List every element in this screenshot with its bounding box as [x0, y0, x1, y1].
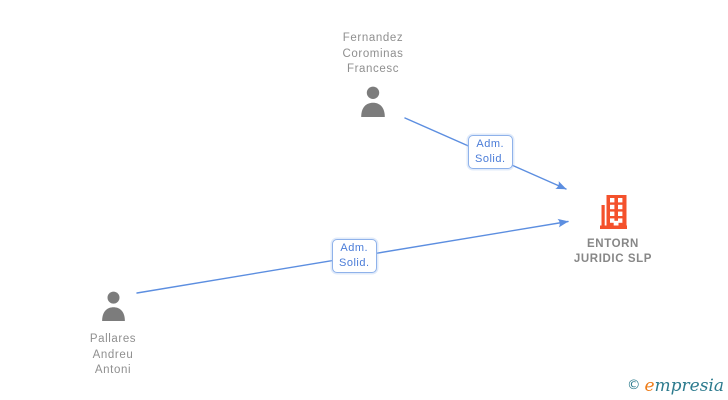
person-name-line: Antoni [94, 364, 132, 376]
brand-initial: e [644, 376, 655, 396]
person-name-line: Fernandez [342, 32, 404, 44]
person-icon [359, 86, 387, 122]
person-name-line: Corominas [342, 47, 404, 60]
edge-label-line: Solid. [475, 153, 506, 165]
edge-label-adm-solid-bottom: Adm. Solid. [332, 239, 377, 273]
brand-rest: mpresia [654, 376, 725, 396]
company-name: ENTORN JURIDIC SLP [551, 237, 675, 267]
person-name: Fernandez Corominas Francesc [313, 31, 433, 78]
edge-label-adm-solid-top: Adm. Solid. [468, 135, 513, 169]
brand-wordmark: empresia [644, 376, 724, 396]
company-name-line: JURIDIC SLP [573, 253, 653, 265]
edge-label-line: Adm. [476, 138, 505, 150]
edge-label-line: Solid. [339, 257, 370, 269]
copyright-icon: © [626, 377, 641, 393]
person-name-line: Pallares [89, 333, 137, 345]
person-name-line: Andreu [92, 348, 134, 361]
building-icon [551, 195, 675, 234]
person-name: Pallares Andreu Antoni [53, 332, 173, 379]
empresia-logo: ©empresia [627, 376, 724, 396]
node-company-entorn-juridic[interactable]: ENTORN JURIDIC SLP [551, 195, 675, 267]
node-person-fernandez[interactable]: Fernandez Corominas Francesc [313, 31, 433, 122]
node-person-pallares[interactable]: Pallares Andreu Antoni [53, 291, 173, 379]
edge-label-line: Adm. [340, 242, 369, 254]
person-name-line: Francesc [346, 63, 400, 75]
person-icon [100, 291, 127, 326]
company-name-line: ENTORN [587, 238, 639, 250]
